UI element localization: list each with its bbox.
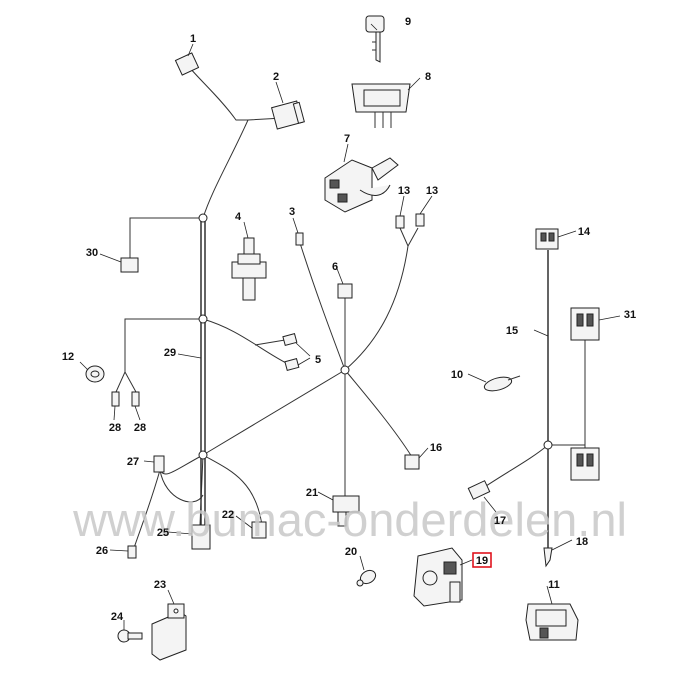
callout-22[interactable]: 22 (222, 509, 234, 521)
part-1-connector (174, 52, 200, 76)
callout-16[interactable]: 16 (430, 442, 442, 454)
callout-14[interactable]: 14 (578, 226, 591, 238)
callout-20[interactable]: 20 (345, 546, 357, 558)
callout-7[interactable]: 7 (344, 133, 350, 145)
part-13-connectors (395, 213, 425, 229)
part-31-connector (570, 307, 600, 481)
part-3-connector (295, 232, 304, 246)
callout-1[interactable]: 1 (190, 33, 196, 45)
callout-28a[interactable]: 28 (109, 422, 121, 434)
callout-numbers: 1 2 3 4 5 6 7 8 9 10 11 12 13 13 14 15 1… (62, 16, 636, 623)
callout-13a[interactable]: 13 (398, 185, 410, 197)
callout-23[interactable]: 23 (154, 579, 166, 591)
callout-4[interactable]: 4 (235, 211, 242, 223)
callout-9[interactable]: 9 (405, 16, 411, 28)
part-17-connector (467, 480, 491, 500)
callout-11[interactable]: 11 (548, 579, 560, 591)
part-30-connector (120, 257, 139, 273)
part-20-clamp (356, 569, 377, 587)
part-19-switch (413, 547, 463, 607)
callout-29[interactable]: 29 (164, 347, 176, 359)
callout-30[interactable]: 30 (86, 247, 98, 259)
callout-28b[interactable]: 28 (134, 422, 146, 434)
part-9-key (365, 15, 385, 63)
part-18-terminal (543, 547, 553, 568)
part-21-connector (332, 495, 360, 527)
callout-13b[interactable]: 13 (426, 185, 438, 197)
part-11-switch-housing (525, 603, 579, 641)
part-23-relay (151, 603, 187, 661)
callout-12[interactable]: 12 (62, 351, 74, 363)
callout-24[interactable]: 24 (111, 611, 124, 623)
part-8-ignition-switch (351, 83, 411, 128)
watermark-text: www.bumac-onderdelen.nl (72, 493, 627, 546)
callout-27[interactable]: 27 (127, 456, 139, 468)
callout-3[interactable]: 3 (289, 206, 295, 218)
highlight-box-19 (472, 552, 492, 568)
part-28-terminals (111, 391, 140, 407)
part-24-screw (117, 629, 143, 643)
harness-junctions (198, 213, 553, 460)
part-10-cable-tie (483, 375, 521, 392)
part-2-connector (270, 100, 305, 130)
callout-26[interactable]: 26 (96, 545, 108, 557)
callout-25[interactable]: 25 (157, 527, 169, 539)
callout-leaders (79, 23, 621, 630)
part-12-grommet (85, 365, 105, 383)
callout-19[interactable]: 19 (476, 555, 488, 567)
part-27-connector (153, 455, 165, 473)
callout-6[interactable]: 6 (332, 261, 338, 273)
part-16-connector (404, 454, 420, 470)
part-7-switch (324, 157, 399, 213)
part-26-connector (127, 545, 137, 559)
part-5-connectors (282, 333, 300, 372)
part-25-connector (191, 524, 211, 550)
part-22-connector (251, 521, 267, 539)
callout-21[interactable]: 21 (306, 487, 318, 499)
callout-15[interactable]: 15 (506, 325, 518, 337)
callout-10[interactable]: 10 (451, 369, 463, 381)
callout-8[interactable]: 8 (425, 71, 431, 83)
callout-31[interactable]: 31 (624, 309, 636, 321)
callout-17[interactable]: 17 (494, 515, 506, 527)
callout-18[interactable]: 18 (576, 536, 588, 548)
part-4-plunger-switch (231, 237, 267, 301)
callout-2[interactable]: 2 (273, 71, 279, 83)
main-harness-wires (115, 67, 586, 549)
part-14-connector (535, 228, 559, 250)
part-6-connector (337, 283, 353, 299)
callout-5[interactable]: 5 (315, 354, 321, 366)
